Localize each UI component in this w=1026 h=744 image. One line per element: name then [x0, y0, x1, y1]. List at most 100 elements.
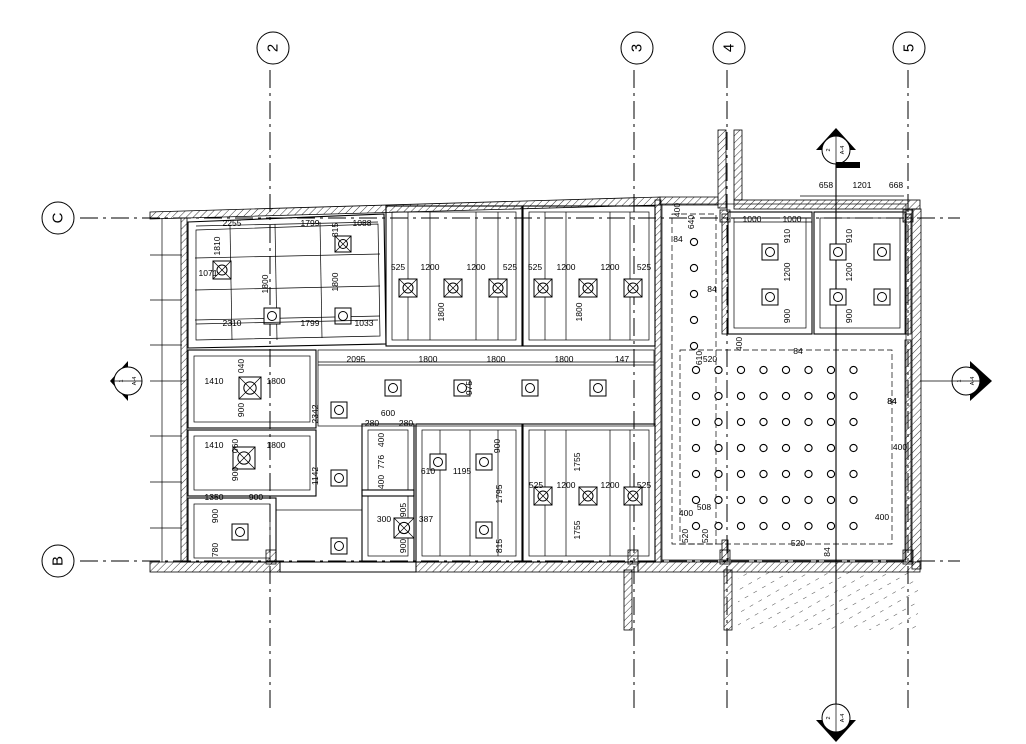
ceiling-dot — [689, 263, 699, 273]
ceiling-dot — [759, 443, 768, 453]
dimension-label: 900 — [492, 439, 502, 453]
section-marker-right: 1 A-4 — [920, 361, 992, 401]
dimension-label: 520 — [703, 354, 717, 364]
grid-bubble-3: 3 — [620, 31, 654, 65]
ceiling-dot — [781, 521, 791, 531]
svg-text:2: 2 — [826, 716, 832, 719]
ceiling-dot — [714, 495, 723, 505]
ceiling-dot — [804, 443, 813, 453]
dimension-label: 525 — [503, 262, 517, 272]
grid-bubble-c: C — [41, 201, 75, 235]
dimension-label: 525 — [637, 480, 651, 490]
ceiling-dot — [714, 417, 723, 427]
light-fixture-icon — [533, 278, 553, 298]
ceiling-dot — [691, 495, 701, 505]
dimension-label: 600 — [381, 408, 395, 418]
ceiling-dot — [826, 469, 836, 479]
dimension-label: 525 — [528, 262, 542, 272]
light-fixture-icon — [761, 288, 779, 306]
light-fixture-icon — [829, 243, 847, 261]
ceiling-dot — [736, 521, 746, 531]
ceiling-dot — [849, 469, 858, 479]
dimension-label: 658 — [819, 180, 833, 190]
dimension-label: 905 — [398, 503, 408, 517]
dimension-label: 1200 — [844, 262, 854, 281]
ceiling-dot — [849, 495, 858, 505]
dimension-label: 1200 — [601, 480, 620, 490]
dimension-label: 2095 — [347, 354, 366, 364]
dimension-label: 815 — [494, 539, 504, 553]
dimension-label: 520 — [791, 538, 805, 548]
dimension-label: 280 — [365, 418, 379, 428]
ceiling-dot — [804, 391, 813, 401]
dimension-label: 84 — [793, 346, 803, 356]
svg-text:A-4: A-4 — [970, 377, 976, 386]
ceiling-dot — [849, 443, 858, 453]
dimension-label: 1410 — [205, 440, 224, 450]
light-fixture-icon — [330, 537, 348, 555]
ceiling-dot — [714, 443, 723, 453]
dimension-label: 900 — [249, 492, 263, 502]
light-fixture-icon — [623, 486, 643, 506]
svg-text:1: 1 — [119, 379, 125, 382]
ceiling-dot — [826, 365, 836, 375]
dimension-label: 1000 — [783, 214, 802, 224]
dimension-label: 1033 — [355, 318, 374, 328]
room-outlines — [187, 203, 907, 563]
light-fixture-icon — [761, 243, 779, 261]
dimension-label: 520 — [680, 529, 690, 543]
light-fixture-icon — [873, 243, 891, 261]
light-fixture-icon — [453, 379, 471, 397]
dimension-label: 1800 — [574, 302, 584, 321]
dimension-label: 1200 — [557, 262, 576, 272]
ceiling-dot — [781, 417, 791, 427]
dimension-label: 900 — [398, 539, 408, 553]
dimension-label: 84 — [822, 547, 832, 557]
grid-bubble-5: 5 — [892, 31, 926, 65]
dimension-label: 610 — [421, 466, 435, 476]
ceiling-dot — [804, 495, 813, 505]
dimension-label: 1800 — [267, 376, 286, 386]
grid-bubble-4: 4 — [712, 31, 746, 65]
dimension-label: 1410 — [205, 376, 224, 386]
ceiling-dot — [781, 365, 791, 375]
ceiling-dot — [759, 469, 768, 479]
dimension-label: 1200 — [782, 262, 792, 281]
ceiling-dot — [714, 521, 723, 531]
light-fixture-icon — [829, 288, 847, 306]
ceiling-dot — [714, 365, 723, 375]
dimension-label: 1800 — [267, 440, 286, 450]
ceiling-dot — [826, 521, 836, 531]
dimension-label: 387 — [419, 514, 433, 524]
light-fixture-icon — [330, 469, 348, 487]
dimension-label: 815 — [330, 223, 340, 237]
ceiling-dot — [849, 417, 858, 427]
ceiling-dot — [689, 289, 699, 299]
light-fixture-icon — [589, 379, 607, 397]
section-marker-left: 1 A-4 — [110, 361, 185, 401]
light-fixture-icon — [578, 278, 598, 298]
ceiling-dot — [689, 341, 699, 351]
dimension-label: 400 — [734, 337, 744, 351]
ceiling-dot — [804, 365, 813, 375]
dimension-label: 1795 — [494, 484, 504, 503]
light-fixture-icon — [475, 521, 493, 539]
dimension-label: 300 — [377, 514, 391, 524]
dimension-label: 400 — [875, 512, 889, 522]
ceiling-dot — [759, 521, 768, 531]
dimension-label: 1200 — [421, 262, 440, 272]
light-fixture-icon — [443, 278, 463, 298]
ceiling-dot — [691, 391, 701, 401]
light-fixture-icon — [429, 453, 447, 471]
dimension-label: 525 — [637, 262, 651, 272]
dimension-label: 640 — [686, 215, 696, 229]
ceiling-dot — [759, 391, 768, 401]
ceiling-dot — [736, 365, 746, 375]
ceiling-dot — [849, 521, 858, 531]
light-fixture-icon — [334, 307, 352, 325]
dimension-label: 040 — [236, 359, 246, 373]
dimension-label: 1800 — [330, 272, 340, 291]
dimension-label: 1071 — [199, 268, 218, 278]
light-fixture-icon — [212, 260, 232, 280]
